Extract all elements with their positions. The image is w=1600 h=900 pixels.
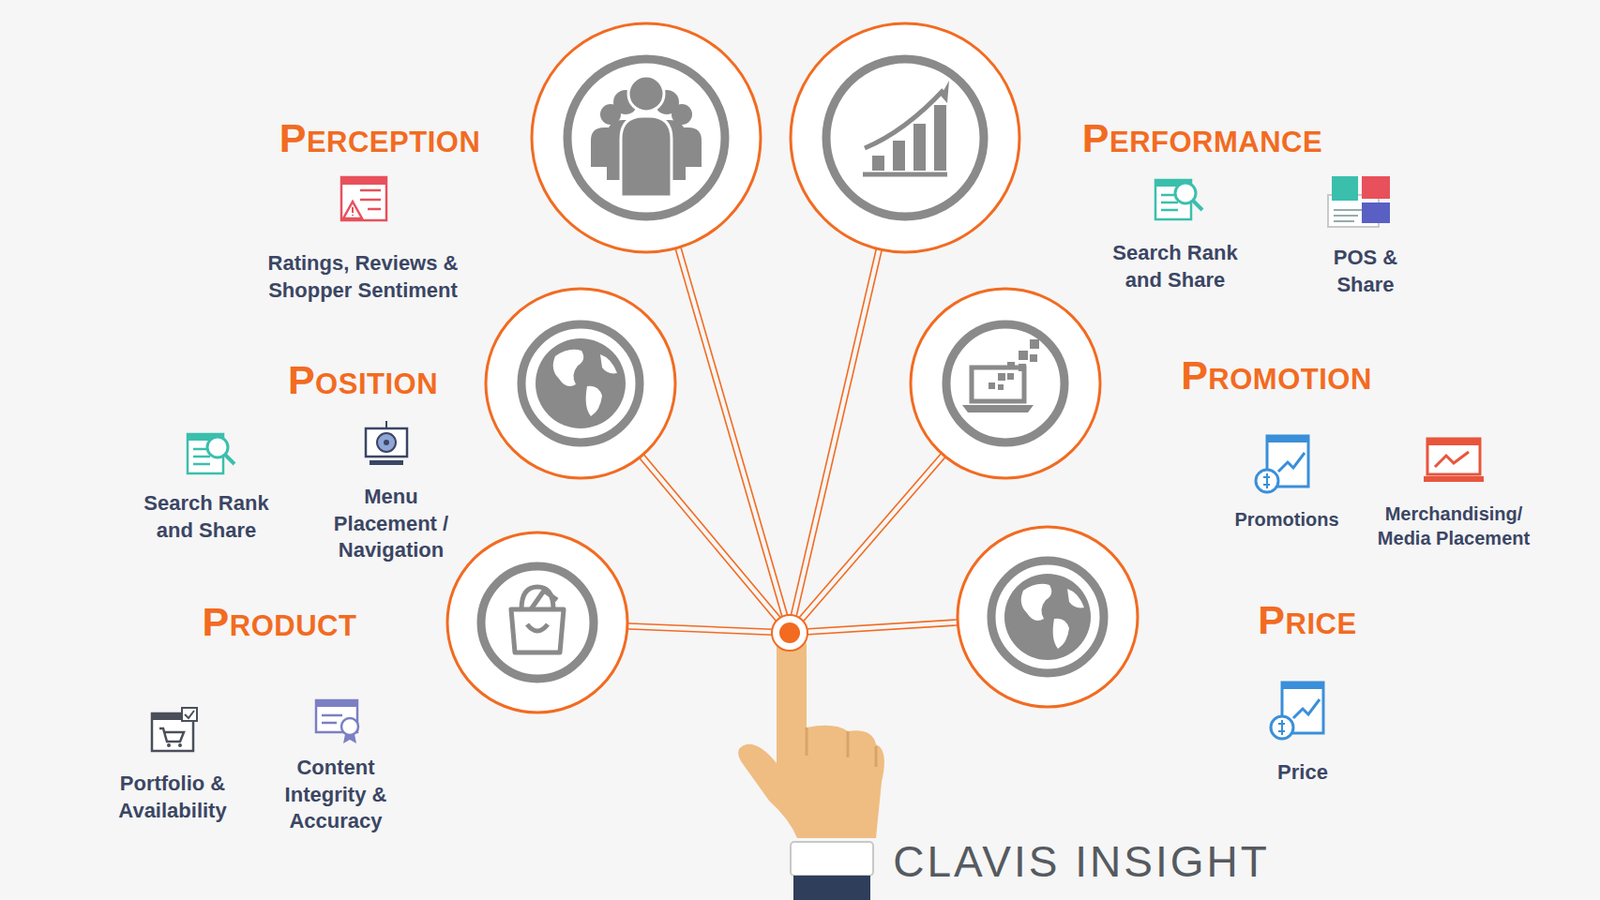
item-label: Search Rank and Share: [131, 490, 282, 544]
item-label: Menu Placement / Navigation: [320, 483, 462, 565]
item-label: Portfolio & Availability: [106, 770, 239, 825]
item-label: Ratings, Reviews & Shopper Sentiment: [236, 250, 490, 304]
section-heading: PRODUCT: [202, 599, 358, 646]
section-heading: PERCEPTION: [279, 115, 482, 162]
chart-icon: [862, 80, 950, 175]
search-icon: [1155, 180, 1203, 220]
item-label: Promotions: [1216, 507, 1358, 532]
item-label: Price: [1255, 759, 1350, 787]
globe-icon: [535, 338, 1091, 661]
pos-icon: [1328, 176, 1390, 227]
people-icon: [590, 75, 702, 197]
menu-icon: [365, 421, 408, 466]
brand-logo: CLAVIS INSIGHT: [892, 836, 1270, 888]
portfolio-icon: [151, 708, 197, 752]
search-icon: [187, 434, 235, 474]
item-label: Search Rank and Share: [1100, 240, 1251, 294]
item-label: Content Integrity & Accuracy: [270, 754, 402, 836]
pointing-hand: [738, 632, 885, 900]
merchandising-icon: [1423, 438, 1484, 483]
icon-rings: [481, 59, 1104, 680]
promotions-icon: [1255, 436, 1309, 493]
ratings-icon: [341, 177, 387, 221]
item-label: Merchandising/ Media Placement: [1364, 501, 1543, 551]
centre-dot: [771, 615, 808, 651]
item-label: POS & Share: [1318, 244, 1413, 299]
section-heading: POSITION: [287, 357, 438, 404]
section-heading: PROMOTION: [1180, 352, 1373, 399]
content-icon: [316, 700, 359, 744]
hub-circles: [447, 23, 1138, 713]
price-icon: [1270, 682, 1324, 740]
laptop-icon: [962, 339, 1040, 413]
section-heading: PRICE: [1257, 597, 1357, 644]
bag-icon: [511, 587, 564, 653]
section-heading: PERFORMANCE: [1082, 115, 1323, 162]
